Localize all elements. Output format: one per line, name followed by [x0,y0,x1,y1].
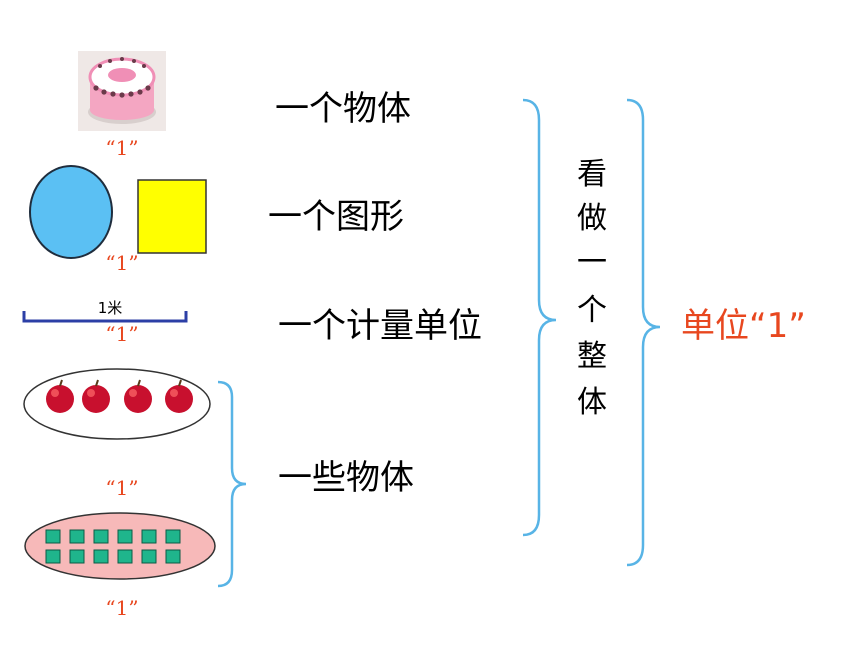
vertical-char: 看 [577,157,607,192]
unit-label-apples: “1” [105,476,139,500]
brace-small [217,380,247,588]
blue-circle [29,165,113,259]
vertical-char: 做 [577,201,607,236]
unit-label-shapes: “1” [105,251,139,275]
vertical-char: 体 [577,385,607,420]
measure-label: 1米 [97,299,123,317]
label-one-shape: 一个图形 [268,197,404,237]
label-one-measure-unit: 一个计量单位 [278,306,482,346]
label-one-object: 一个物体 [275,89,411,129]
unit-label-cubes: “1” [105,596,139,620]
apple-icon [124,379,152,413]
brace-large [626,98,661,567]
label-some-objects: 一些物体 [278,458,414,498]
apples-oval [23,368,211,440]
vertical-char: 整 [577,339,607,374]
unit-label-measure: “1” [105,322,139,346]
vertical-text: 看 做 一 个 整 体 [572,158,612,428]
cake-icon [78,51,166,131]
unit-label-cake: “1” [105,136,139,160]
measure-bracket [22,311,188,323]
vertical-char: 个 [577,293,607,328]
cubes-oval [24,512,216,580]
yellow-square [137,179,207,254]
apple-icon [82,379,110,413]
brace-middle [522,98,557,537]
apple-icon [46,379,74,413]
apple-icon [165,379,193,413]
vertical-char: 一 [577,245,607,280]
result-unit-one: 单位“1” [681,306,806,346]
cube-icon [45,529,181,564]
